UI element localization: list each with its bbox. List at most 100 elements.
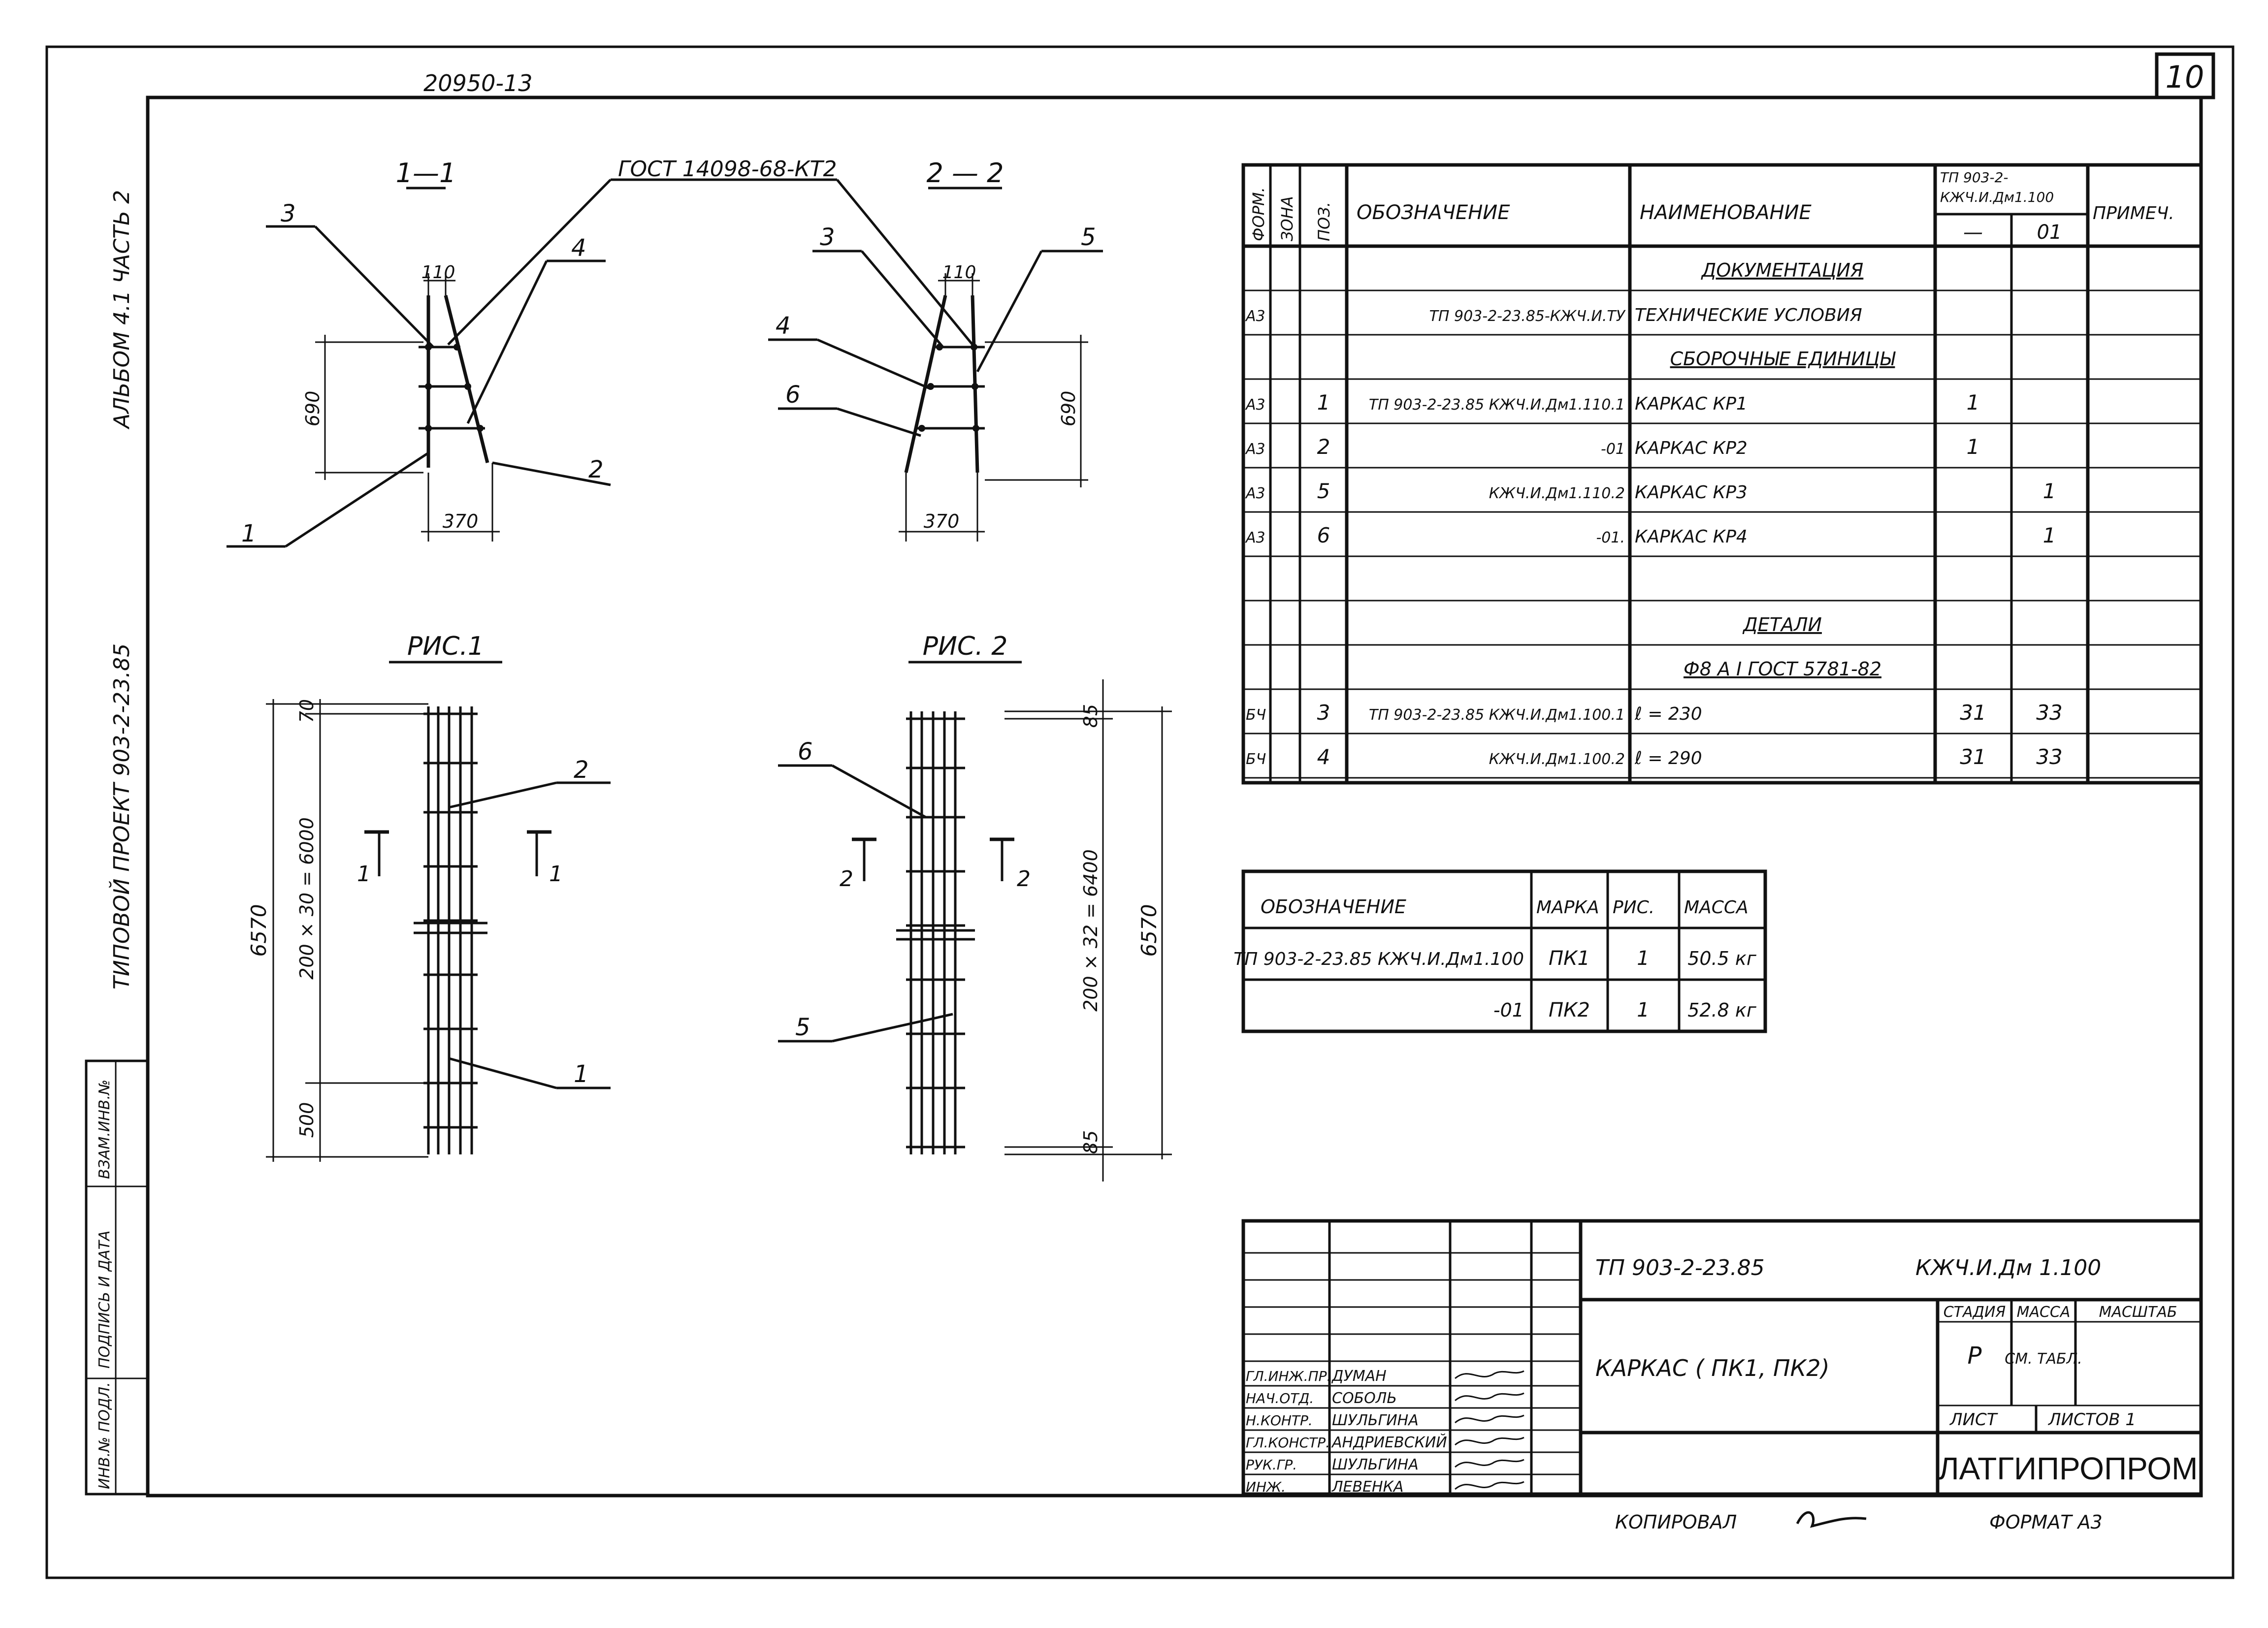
- side-album: АЛЬБОМ 4.1 ЧАСТЬ 2: [109, 190, 134, 430]
- spec-row-qty-b: 1: [2043, 479, 2056, 503]
- spec-head-note: ПРИМЕЧ.: [2093, 203, 2174, 223]
- sec2-dim-top: 110: [942, 262, 976, 283]
- fig2-cut-right: 2: [1017, 866, 1031, 892]
- sec2-dim-height: 690: [1058, 391, 1079, 427]
- spec-row-qty-b: 33: [2036, 745, 2062, 769]
- fig2-callout-6: 6: [798, 738, 813, 766]
- stamp-label-3: ИНВ.№ ПОДЛ.: [96, 1382, 113, 1489]
- figure-1: РИС.1 70 200 × 30 = 6000 500 6570: [247, 632, 611, 1162]
- spec-row-heading: СБОРОЧНЫЕ ЕДИНИЦЫ: [1670, 348, 1896, 370]
- tb-title: КАРКАС ( ПК1, ПК2): [1595, 1355, 1830, 1381]
- fig1-cut-left: 1: [357, 862, 371, 887]
- tb-person-role: ГЛ.ИНЖ.ПР.: [1246, 1368, 1331, 1384]
- tb-stage: Р: [1968, 1342, 1982, 1370]
- mass-head-fig: РИС.: [1613, 897, 1654, 918]
- mass-table: ОБОЗНАЧЕНИЕ МАРКА РИС. МАССА ТП 903-2-23…: [1233, 869, 1767, 1033]
- sheet-number-box: [2155, 52, 2215, 99]
- fig1-callout-2: 2: [574, 756, 589, 784]
- mass-row1-mark: ПК1: [1549, 947, 1590, 970]
- tb-person-signature: [1455, 1392, 1524, 1402]
- spec-head-designation: ОБОЗНАЧЕНИЕ: [1357, 201, 1510, 224]
- sec1-dim-bottom: 370: [443, 511, 479, 532]
- spec-head-var-b: 01: [2037, 221, 2062, 244]
- tb-person-role: РУК.ГР.: [1246, 1457, 1297, 1473]
- tb-sheets-label: ЛИСТОВ 1: [2047, 1410, 2136, 1430]
- inner-frame: [146, 96, 2203, 1498]
- spec-row-format: А3: [1245, 529, 1265, 546]
- sec1-callout-4: 4: [571, 234, 586, 262]
- section-2-title: 2 — 2: [926, 158, 1004, 189]
- mass-head-mass: МАССА: [1684, 897, 1749, 918]
- tb-project: ТП 903-2-23.85: [1595, 1255, 1765, 1280]
- stamp-label-2: ПОДПИСЬ И ДАТА: [96, 1231, 113, 1369]
- title-block: ТП 903-2-23.85 КЖЧ.И.Дм 1.100 КАРКАС ( П…: [1241, 1219, 2203, 1496]
- spec-head-var-a: —: [1963, 221, 1983, 244]
- spec-row-format: БЧ: [1246, 706, 1266, 724]
- fig1-callout-1: 1: [574, 1060, 589, 1088]
- spec-row-format: А3: [1245, 396, 1265, 414]
- tb-person-name: СОБОЛЬ: [1332, 1390, 1397, 1407]
- format-label: ФОРМАТ А3: [1989, 1511, 2103, 1533]
- tb-person-role: ИНЖ.: [1246, 1479, 1286, 1495]
- spec-row-name: КАРКАС КР4: [1635, 527, 1748, 547]
- mass-row1-designation: ТП 903-2-23.85 КЖЧ.И.Дм1.100: [1233, 949, 1524, 969]
- spec-row-format: БЧ: [1246, 751, 1266, 768]
- tb-person-role: Н.КОНТР.: [1246, 1412, 1313, 1429]
- spec-row-designation: КЖЧ.И.Дм1.110.2: [1489, 485, 1625, 502]
- tb-mass-label: МАССА: [2017, 1304, 2071, 1321]
- fig1-dim-bottom: 500: [296, 1102, 318, 1138]
- fig2-dim-total: 6570: [1137, 904, 1161, 957]
- stamp-strip: ВЗАМ.ИНВ.№ ПОДПИСЬ И ДАТА ИНВ.№ ПОДЛ.: [85, 1059, 149, 1496]
- spec-row-pos: 1: [1317, 390, 1330, 415]
- fig1-cut-right: 1: [549, 862, 563, 887]
- figure-2: РИС. 2 85 200 × 32 = 6400 85 6570 2 2: [778, 632, 1172, 1181]
- fig1-dim-top: 70: [296, 699, 318, 723]
- tb-person-name: ЛЕВЕНКА: [1331, 1478, 1403, 1496]
- tb-person-role: ГЛ.КОНСТР.: [1246, 1435, 1330, 1451]
- spec-row-designation: ТП 903-2-23.85 КЖЧ.И.Дм1.100.1: [1369, 706, 1625, 724]
- tb-person-name: ШУЛЬГИНА: [1332, 1456, 1419, 1473]
- spec-row-name: КАРКАС КР3: [1635, 482, 1748, 503]
- spec-row-qty-b: 1: [2043, 523, 2056, 547]
- tb-person-signature: [1455, 1414, 1524, 1424]
- tb-person-name: ДУМАН: [1331, 1368, 1387, 1385]
- mass-row1-fig: 1: [1637, 947, 1649, 970]
- spec-head-code-2: КЖЧ.И.Дм1.100: [1940, 189, 2054, 205]
- spec-row-format: А3: [1245, 308, 1265, 325]
- sec1-callout-1: 1: [241, 520, 257, 547]
- mass-row2-fig: 1: [1637, 999, 1649, 1021]
- spec-row-pos: 4: [1317, 745, 1330, 769]
- mass-head-mark: МАРКА: [1536, 897, 1599, 918]
- spec-row-qty-a: 1: [1967, 390, 1980, 415]
- sec1-callout-2: 2: [588, 456, 604, 483]
- mass-row1-mass: 50.5 кг: [1687, 948, 1757, 969]
- mass-head-designation: ОБОЗНАЧЕНИЕ: [1261, 896, 1406, 918]
- spec-head-name: НАИМЕНОВАНИЕ: [1640, 201, 1812, 224]
- copied-label: КОПИРОВАЛ: [1615, 1511, 1737, 1533]
- sec2-callout-6: 6: [785, 381, 801, 409]
- sec2-callout-5: 5: [1081, 223, 1096, 251]
- spec-row-designation: -01: [1601, 441, 1625, 458]
- spec-head-format: ФОРМ.: [1249, 187, 1268, 241]
- spec-row-name: ТЕХНИЧЕСКИЕ УСЛОВИЯ: [1635, 305, 1862, 325]
- tb-person-signature: [1455, 1436, 1524, 1446]
- mass-row2-mark: ПК2: [1549, 999, 1590, 1021]
- spec-row-pos: 2: [1317, 435, 1330, 459]
- spec-row-heading: ДЕТАЛИ: [1742, 614, 1822, 636]
- tb-sheet-label: ЛИСТ: [1949, 1410, 1998, 1430]
- fig2-cut-left: 2: [840, 866, 853, 892]
- spec-row-qty-a: 31: [1960, 745, 1986, 769]
- spec-row-name: ℓ = 290: [1634, 748, 1702, 768]
- mass-row2-designation: -01: [1493, 999, 1524, 1021]
- spec-head-code-1: ТП 903-2-: [1940, 169, 2009, 186]
- spec-row-designation: -01.: [1596, 529, 1625, 546]
- tb-code: КЖЧ.И.Дм 1.100: [1915, 1255, 2101, 1280]
- section-1-title: 1—1: [396, 158, 456, 189]
- spec-row-qty-a: 31: [1960, 701, 1986, 725]
- tb-person-role: НАЧ.ОТД.: [1246, 1390, 1314, 1406]
- spec-row-designation: ТП 903-2-23.85 КЖЧ.И.Дм1.110.1: [1369, 396, 1625, 414]
- spec-head-zone: ЗОНА: [1278, 196, 1296, 241]
- tb-person-name: ШУЛЬГИНА: [1332, 1412, 1419, 1429]
